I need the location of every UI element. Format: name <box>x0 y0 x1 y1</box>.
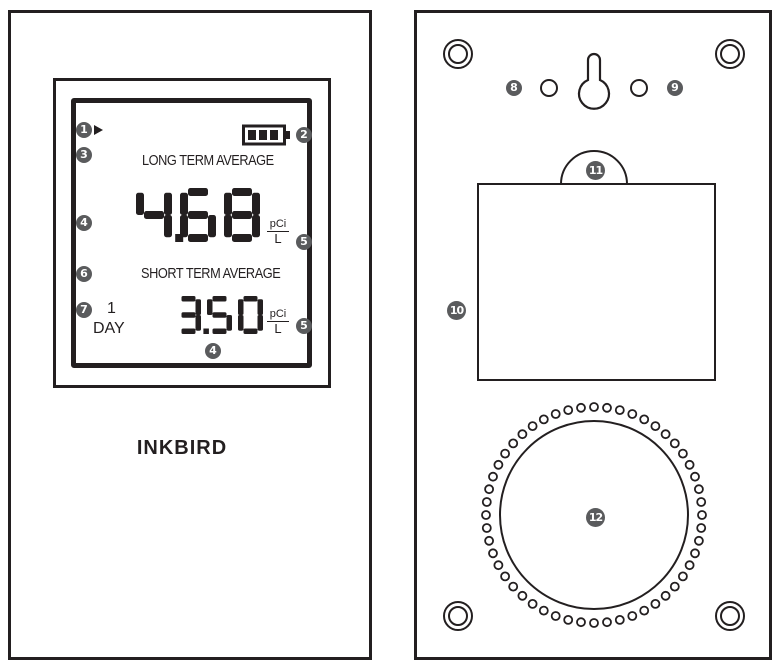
vent-hole-icon <box>677 448 688 459</box>
vent-hole-icon <box>550 409 561 419</box>
vent-hole-icon <box>684 560 695 571</box>
short-term-average-label: SHORT TERM AVERAGE <box>141 266 281 282</box>
screw-top-right-icon <box>715 39 745 69</box>
keyhole-hanger-icon <box>577 52 611 110</box>
vent-hole-icon <box>660 429 671 440</box>
vent-hole-icon <box>650 599 661 609</box>
vent-hole-icon <box>677 571 688 582</box>
callout-5-long: 5 <box>296 234 312 250</box>
period-unit: DAY <box>93 320 125 337</box>
sensor-chamber-icon <box>499 420 689 610</box>
callout-8: 8 <box>506 80 522 96</box>
back-view-drawing <box>443 39 745 631</box>
vent-hole-icon <box>563 405 574 416</box>
vent-hole-icon <box>500 448 510 459</box>
callout-12: 12 <box>586 508 605 527</box>
vent-hole-icon <box>697 510 707 520</box>
vent-hole-icon <box>493 459 504 470</box>
callout-11: 11 <box>586 161 605 180</box>
unit-denominator: L <box>274 231 282 246</box>
vent-hole-icon <box>627 611 638 621</box>
vent-hole-icon <box>690 471 700 482</box>
battery-icon <box>242 124 290 146</box>
lcd-display <box>71 98 312 368</box>
lcd-bezel <box>53 78 331 388</box>
vent-hole-icon <box>484 535 494 546</box>
brand-logo: INKBIRD <box>136 437 228 459</box>
vent-hole-icon <box>693 535 704 546</box>
unit-numerator: pCi <box>267 308 289 322</box>
vent-hole-icon <box>538 414 549 425</box>
vent-hole-icon <box>696 497 707 507</box>
vent-hole-icon <box>500 571 510 582</box>
button-hole-9-icon <box>630 79 648 97</box>
callout-5-short: 5 <box>296 318 312 334</box>
callout-10: 10 <box>447 301 466 320</box>
vent-hole-icon <box>669 438 680 449</box>
vent-hole-icon <box>660 590 671 601</box>
long-term-value-display <box>136 188 260 242</box>
vent-hole-icon <box>602 617 612 628</box>
vent-hole-icon <box>538 605 549 616</box>
vent-hole-icon <box>627 409 638 419</box>
vent-hole-icon <box>527 599 538 609</box>
callout-4-long: 4 <box>76 215 92 231</box>
callout-7: 7 <box>76 302 92 318</box>
vent-hole-icon <box>602 402 612 413</box>
vent-hole-icon <box>650 421 661 432</box>
vent-hole-icon <box>614 405 625 416</box>
vent-hole-icon <box>508 581 519 592</box>
button-hole-8-icon <box>540 79 558 97</box>
vent-hole-icon <box>488 471 498 482</box>
vent-hole-icon <box>517 429 528 440</box>
screw-top-left-icon <box>443 39 473 69</box>
long-term-average-label: LONG TERM AVERAGE <box>142 153 274 169</box>
short-term-unit: pCi L <box>267 308 289 335</box>
vent-hole-icon <box>576 402 586 413</box>
unit-denominator: L <box>274 321 282 336</box>
vent-holes-icon <box>481 402 707 628</box>
vent-hole-icon <box>693 484 704 495</box>
play-indicator-icon <box>94 125 103 135</box>
vent-hole-icon <box>563 615 574 625</box>
vent-hole-icon <box>589 618 599 628</box>
vent-hole-icon <box>481 497 492 507</box>
battery-cover-icon <box>477 183 716 381</box>
battery-cover-tab-icon <box>560 150 628 185</box>
vent-hole-icon <box>527 421 538 432</box>
vent-hole-icon <box>696 523 707 533</box>
unit-numerator: pCi <box>267 218 289 232</box>
vent-hole-icon <box>488 548 498 559</box>
callout-1: 1 <box>76 122 92 138</box>
vent-hole-icon <box>614 615 625 625</box>
vent-hole-icon <box>481 510 491 520</box>
callout-4-short: 4 <box>205 343 221 359</box>
callout-6: 6 <box>76 266 92 282</box>
vent-hole-icon <box>690 548 700 559</box>
short-term-value-display <box>181 296 263 334</box>
vent-hole-icon <box>639 605 650 616</box>
vent-hole-icon <box>669 581 680 592</box>
callout-3: 3 <box>76 147 92 163</box>
period-number: 1 <box>107 300 116 317</box>
vent-hole-icon <box>481 523 492 533</box>
vent-hole-icon <box>684 459 695 470</box>
vent-hole-icon <box>589 402 599 412</box>
vent-hole-icon <box>493 560 504 571</box>
long-term-unit: pCi L <box>267 218 289 245</box>
vent-hole-icon <box>639 414 650 425</box>
callout-2: 2 <box>296 127 312 143</box>
vent-hole-icon <box>550 611 561 621</box>
vent-hole-icon <box>517 590 528 601</box>
screw-bottom-right-icon <box>715 601 745 631</box>
screw-bottom-left-icon <box>443 601 473 631</box>
back-view-panel <box>414 10 772 660</box>
vent-hole-icon <box>484 484 494 495</box>
vent-hole-icon <box>508 438 519 449</box>
callout-9: 9 <box>667 80 683 96</box>
vent-hole-icon <box>576 617 586 628</box>
